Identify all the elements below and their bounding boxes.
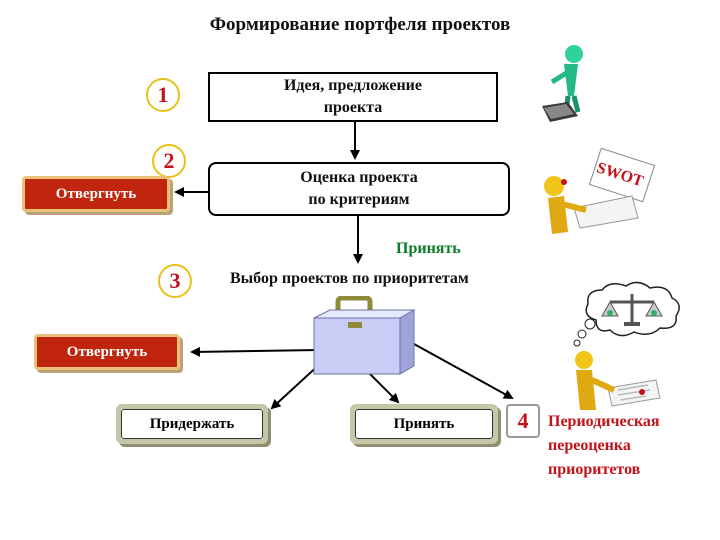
reject-button-top: Отвергнуть (22, 176, 170, 212)
step-number-1: 1 (146, 78, 180, 112)
idea-proposal-box: Идея, предложение проекта (208, 72, 498, 122)
idea-proposal-line-1: Идея, предложение (283, 77, 422, 94)
accept-box: Принять (350, 404, 498, 444)
evaluation-line-1: Оценка проекта (300, 169, 418, 186)
accept-label: Принять (396, 240, 461, 257)
evaluation-line-2: по критериям (308, 191, 410, 208)
selection-label: Выбор проектов по приоритетам (230, 270, 469, 287)
thought-scales-icon (585, 281, 680, 337)
figure-laptop-icon (542, 45, 583, 122)
periodic-review-line-3: приоритетов (548, 461, 641, 478)
hold-label: Придержать (121, 409, 263, 439)
briefcase-icon (313, 296, 416, 375)
arrow-case-to-accept (367, 371, 400, 404)
step-number-3: 3 (158, 264, 192, 298)
figure-swot-icon: SWOT (544, 148, 656, 234)
thought-bubbles-icon (573, 318, 596, 347)
periodic-review-line-1: Периодическая (548, 413, 660, 430)
arrow-case-to-review (413, 343, 514, 399)
evaluation-box: Оценка проекта по критериям (208, 162, 510, 216)
idea-proposal-line-2: проекта (323, 99, 383, 116)
figure-reading-icon (575, 351, 661, 410)
periodic-review-line-2: переоценка (548, 437, 631, 454)
reject-button-bottom: Отвергнуть (34, 334, 180, 370)
page-title: Формирование портфеля проектов (209, 14, 511, 35)
hold-box: Придержать (116, 404, 268, 444)
step-number-2: 2 (152, 144, 186, 178)
accept-outcome-label: Принять (355, 409, 493, 439)
periodic-review-text: Периодическая переоценка приоритетов (548, 410, 660, 482)
arrow-case-to-reject (190, 346, 319, 357)
step-number-4: 4 (506, 404, 540, 438)
